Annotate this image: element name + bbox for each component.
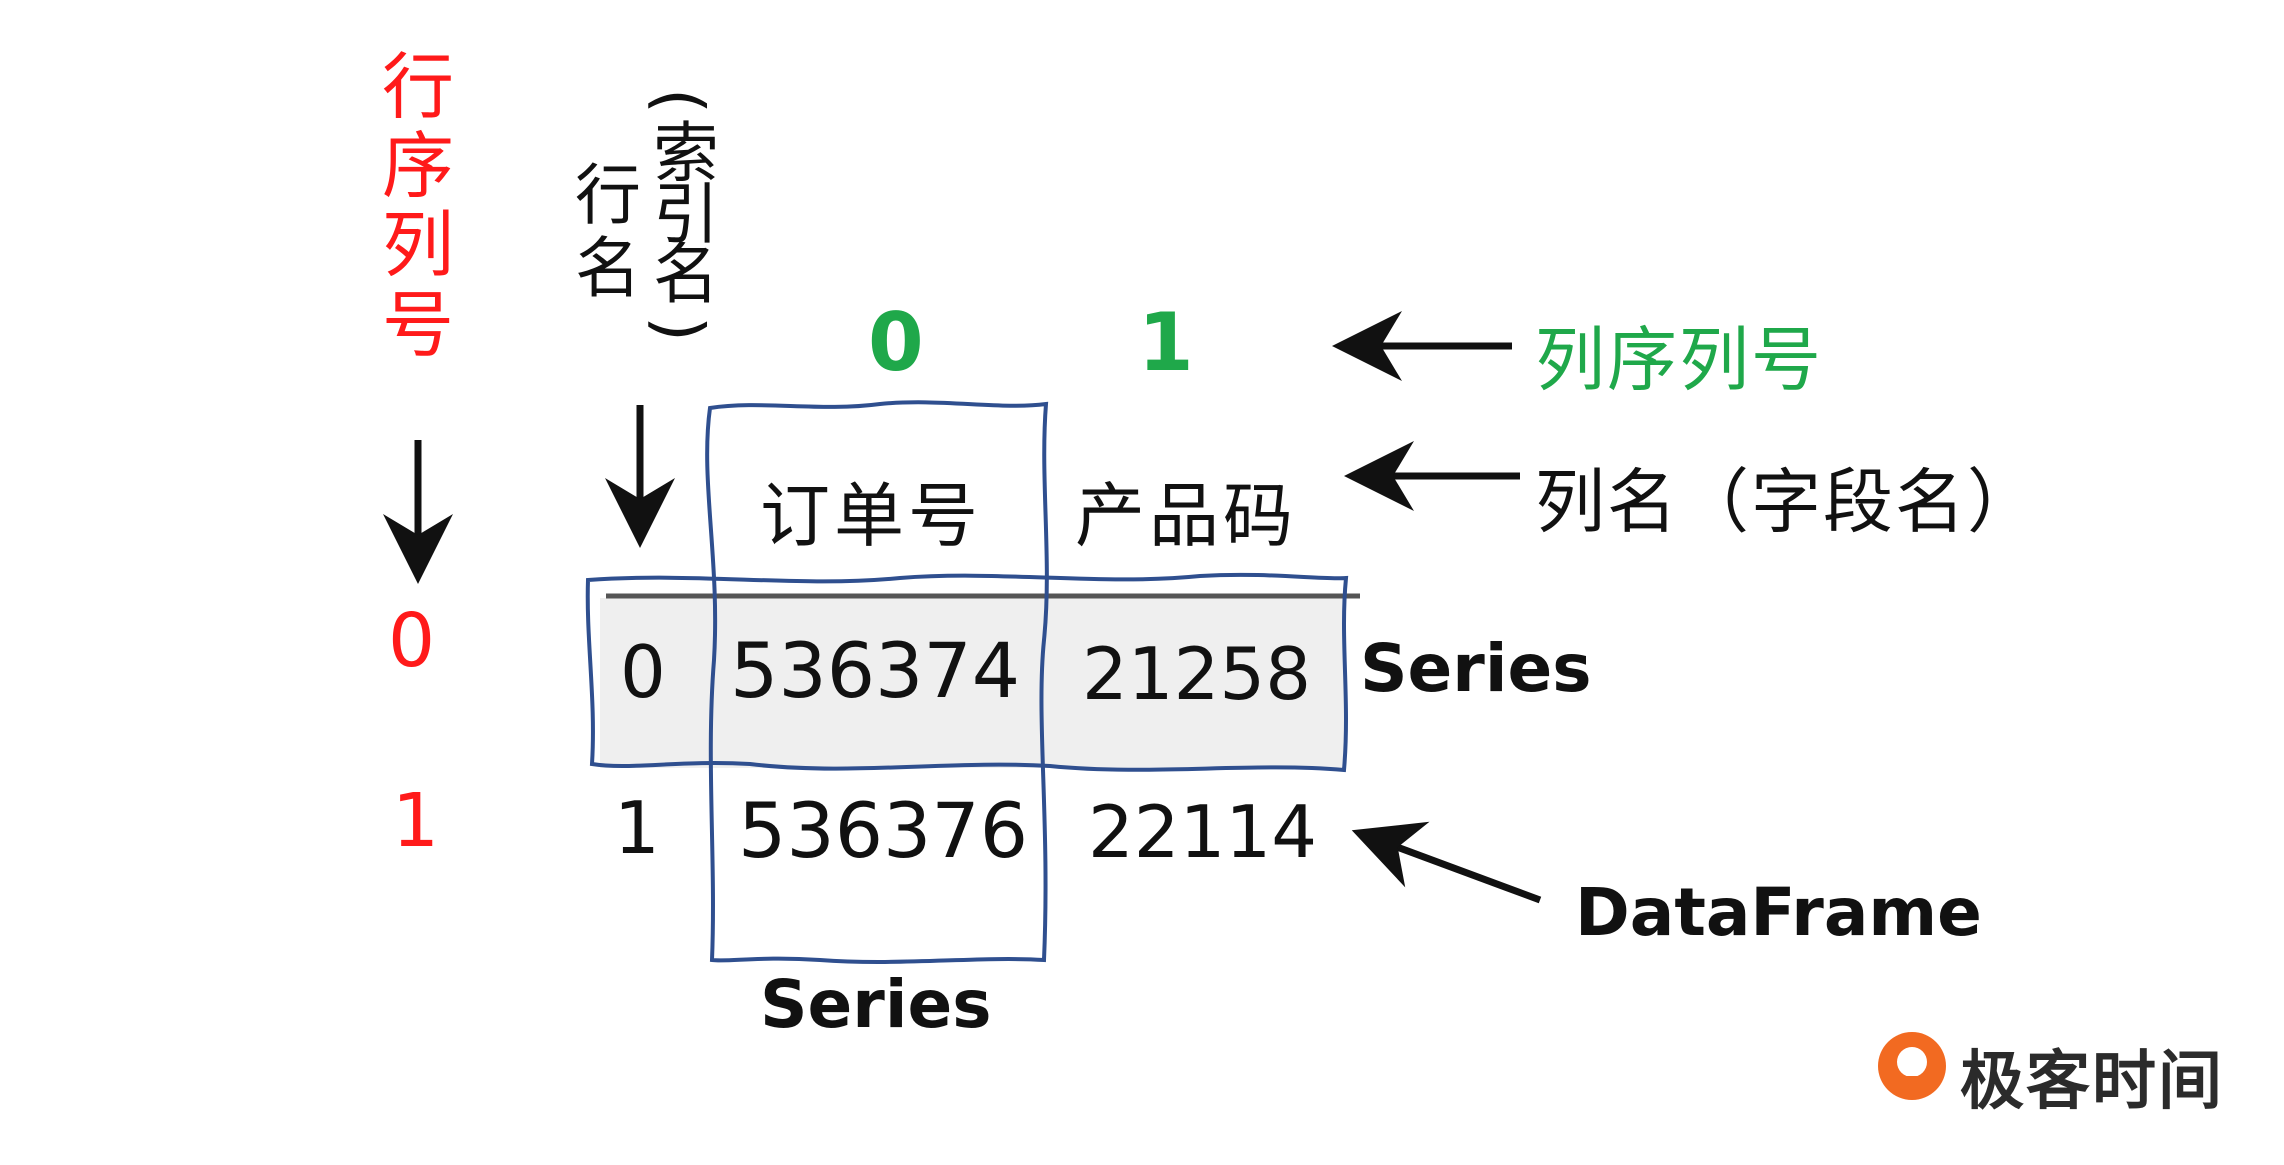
row-series-outline — [585, 572, 1349, 773]
logo-text: 极客时间 — [1960, 1045, 2224, 1119]
row-1-cell-0: 536376 — [738, 786, 1029, 875]
col-position-annotation: 列序列号 — [1535, 319, 1823, 401]
row-name-char: 行 — [575, 157, 641, 234]
row-1-index: 1 — [614, 786, 660, 870]
row-name-title-line1: 行 名 — [572, 157, 644, 307]
col-position-0: 0 — [868, 296, 924, 389]
col-series-label: Series — [760, 966, 992, 1043]
col-position-1: 1 — [1138, 296, 1194, 389]
row-position-title-char: 行 — [381, 45, 454, 129]
dataframe-label: DataFrame — [1575, 874, 1982, 951]
row-position-1: 1 — [392, 778, 440, 864]
row-0-index: 0 — [620, 630, 666, 714]
index-name-char: 引 — [653, 175, 719, 253]
row-1-cell-1: 22114 — [1088, 790, 1318, 874]
col-series-outline — [705, 400, 1049, 964]
row-series-label: Series — [1360, 630, 1592, 707]
row-position-0: 0 — [388, 598, 436, 684]
index-name-char: 名 — [653, 236, 719, 314]
row-0-cell-1: 21258 — [1082, 632, 1312, 716]
row-position-title-char: 列 — [381, 203, 454, 288]
row-position-title: 行 序 列 号 — [378, 45, 458, 367]
logo-icon — [1878, 1032, 1946, 1100]
col-name-annotation: 列名（字段名） — [1535, 461, 2039, 543]
row-0-cell-0: 536374 — [730, 626, 1021, 715]
index-name-char: 索 — [653, 115, 719, 192]
dataframe-arrow — [1351, 821, 1542, 904]
row-name-title-line2: ( 索 引 名 ) — [641, 78, 722, 352]
row-name-char: 名 — [575, 229, 641, 307]
row-position-title-char: 序 — [381, 124, 454, 209]
col-name-1: 产品码 — [1075, 475, 1297, 557]
row-0-band — [600, 598, 1345, 768]
col-name-0: 订单号 — [760, 475, 982, 557]
row-position-title-char: 号 — [381, 282, 454, 367]
